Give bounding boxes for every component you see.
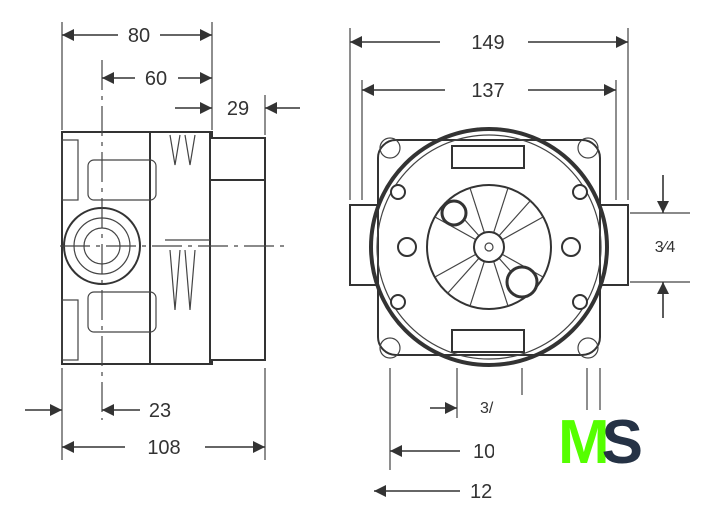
- logo-letter-m: M: [558, 408, 610, 477]
- dim-10: 10: [473, 441, 495, 463]
- dim-149: 149: [471, 32, 504, 54]
- dim-3-4-bottom: 3/: [480, 400, 494, 417]
- ms-logo: MS: [558, 412, 643, 474]
- dim-23: 23: [149, 400, 171, 422]
- side-view: [60, 22, 290, 460]
- dim-137: 137: [471, 80, 504, 102]
- dim-3-4: 3⁄4: [655, 239, 676, 256]
- front-view: [349, 28, 690, 470]
- dim-12: 12: [470, 481, 492, 503]
- side-dimensions: 80 60 29 23 108: [25, 25, 300, 459]
- dim-80: 80: [128, 25, 150, 47]
- mounting-ring: [369, 127, 609, 367]
- dim-60: 60: [145, 68, 167, 90]
- logo-letter-s: S: [601, 408, 643, 477]
- dim-108: 108: [147, 437, 180, 459]
- front-dimensions: 149 137 3⁄4 3/ 10 12: [350, 32, 675, 503]
- dim-29: 29: [227, 98, 249, 120]
